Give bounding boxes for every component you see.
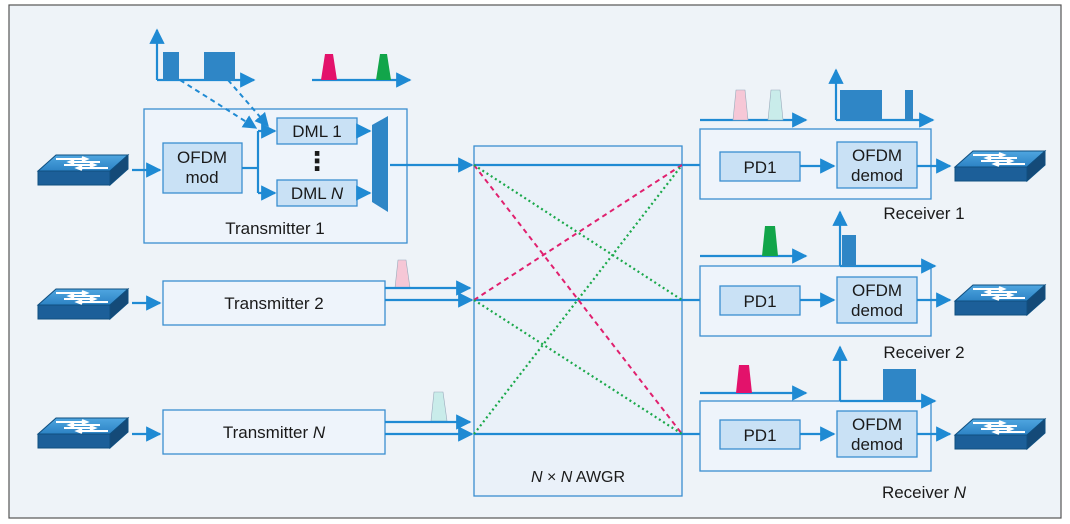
ofdm-demod-1-line2: demod (851, 166, 903, 185)
dml-1-label: DML 1 (292, 122, 341, 141)
receiver-2-label: Receiver 2 (883, 343, 964, 362)
transmitter-1-label: Transmitter 1 (225, 219, 325, 238)
ofdm-demod-n-line2: demod (851, 435, 903, 454)
electrical-spectrum-rxn-icon (832, 345, 937, 409)
network-switch-icon-4 (954, 150, 1046, 182)
optical-spectrum-rx2-icon (700, 226, 808, 264)
electrical-spectrum-rx1-icon (828, 68, 935, 128)
pd1-box-n (719, 419, 801, 450)
pd1-box-1 (719, 151, 801, 182)
transmitter-n-label: Transmitter N (223, 423, 326, 442)
dml-n-label: DML N (291, 184, 344, 203)
network-switch-icon-2 (37, 288, 129, 320)
multiplexer (372, 116, 388, 212)
transmitter-n-box (162, 409, 386, 455)
optical-spectrum-rxn-icon (700, 365, 808, 401)
ofdm-mod-line1: OFDM (177, 148, 227, 167)
ofdm-mod-line2: mod (185, 168, 218, 187)
optical-spectrum-tx-icon (312, 54, 412, 88)
ofdm-demod-2-line2: demod (851, 301, 903, 320)
pd1-label-n: PD1 (743, 426, 776, 445)
network-switch-icon-6 (954, 418, 1046, 450)
receiver-1-label: Receiver 1 (883, 204, 964, 223)
ofdm-mod-box (162, 142, 243, 194)
dml-n-box (276, 179, 358, 207)
awgr-label: N × N AWGR (531, 469, 625, 486)
ofdm-demod-2-line1: OFDM (852, 281, 902, 300)
ofdm-demod-box-1 (836, 141, 918, 189)
awgr-box (473, 145, 683, 497)
network-switch-icon-1 (37, 154, 129, 186)
network-switch-icon-5 (954, 284, 1046, 316)
dml-dots: ⋮ (304, 146, 330, 176)
electrical-spectrum-tx-icon (149, 28, 256, 88)
ofdm-demod-1-line1: OFDM (852, 146, 902, 165)
network-switch-icon-3 (37, 417, 129, 449)
receiver-n-label: Receiver N (882, 483, 967, 502)
transmitter-2-box (162, 280, 386, 326)
pd1-label-1: PD1 (743, 158, 776, 177)
transmitter-2-label: Transmitter 2 (224, 294, 324, 313)
optical-spectrum-rx1-icon (700, 89, 808, 128)
electrical-spectrum-rx2-icon (832, 210, 937, 274)
pd1-label-2: PD1 (743, 292, 776, 311)
ofdm-demod-n-line1: OFDM (852, 415, 902, 434)
